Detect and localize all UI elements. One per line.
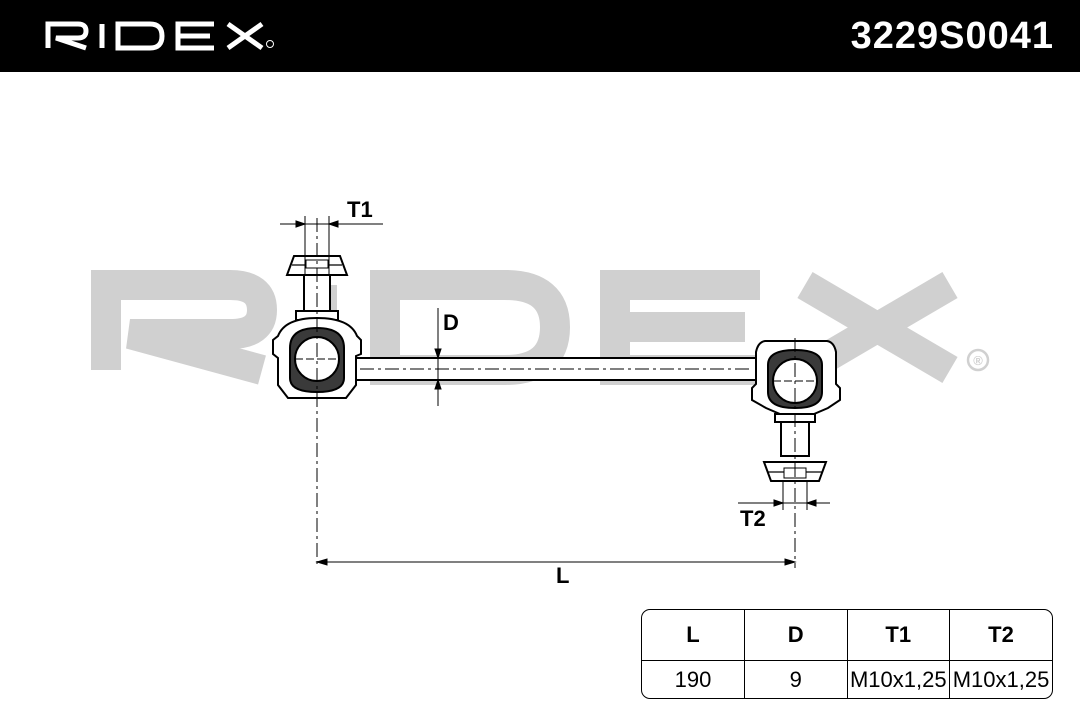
spec-table-value-row: 190 9 M10x1,25 M10x1,25 — [642, 660, 1052, 698]
dimension-d — [434, 308, 442, 406]
dimension-t2-label: T2 — [740, 506, 766, 531]
watermark-registered-mark: ® — [966, 348, 990, 372]
right-ball-joint — [751, 338, 841, 568]
spec-table-header-row: L D T1 T2 — [642, 610, 1052, 661]
spec-header-d: D — [744, 610, 848, 661]
spec-header-l: L — [642, 610, 745, 661]
connecting-rod — [355, 357, 757, 381]
dimension-d-label: D — [443, 310, 459, 335]
header-bar: 3229S0041 — [0, 0, 1080, 72]
dimension-t2 — [738, 481, 830, 510]
part-number: 3229S0041 — [850, 15, 1054, 57]
watermark-r: ® — [973, 353, 983, 368]
spec-value-t2: M10x1,25 — [949, 660, 1052, 698]
spec-table: L D T1 T2 190 9 M10x1,25 M10x1,25 — [641, 609, 1053, 699]
left-ball-joint — [272, 218, 362, 568]
spec-value-d: 9 — [744, 660, 848, 698]
brand-logo — [45, 21, 274, 51]
spec-header-t2: T2 — [949, 610, 1052, 661]
spec-value-l: 190 — [642, 660, 745, 698]
spec-value-t1: M10x1,25 — [846, 660, 950, 698]
dimension-t1 — [280, 216, 383, 275]
dimension-l-label: L — [556, 563, 569, 588]
technical-drawing: ® — [91, 197, 990, 588]
dimension-t1-label: T1 — [347, 197, 373, 222]
spec-header-t1: T1 — [846, 610, 950, 661]
dimension-l — [315, 558, 797, 566]
